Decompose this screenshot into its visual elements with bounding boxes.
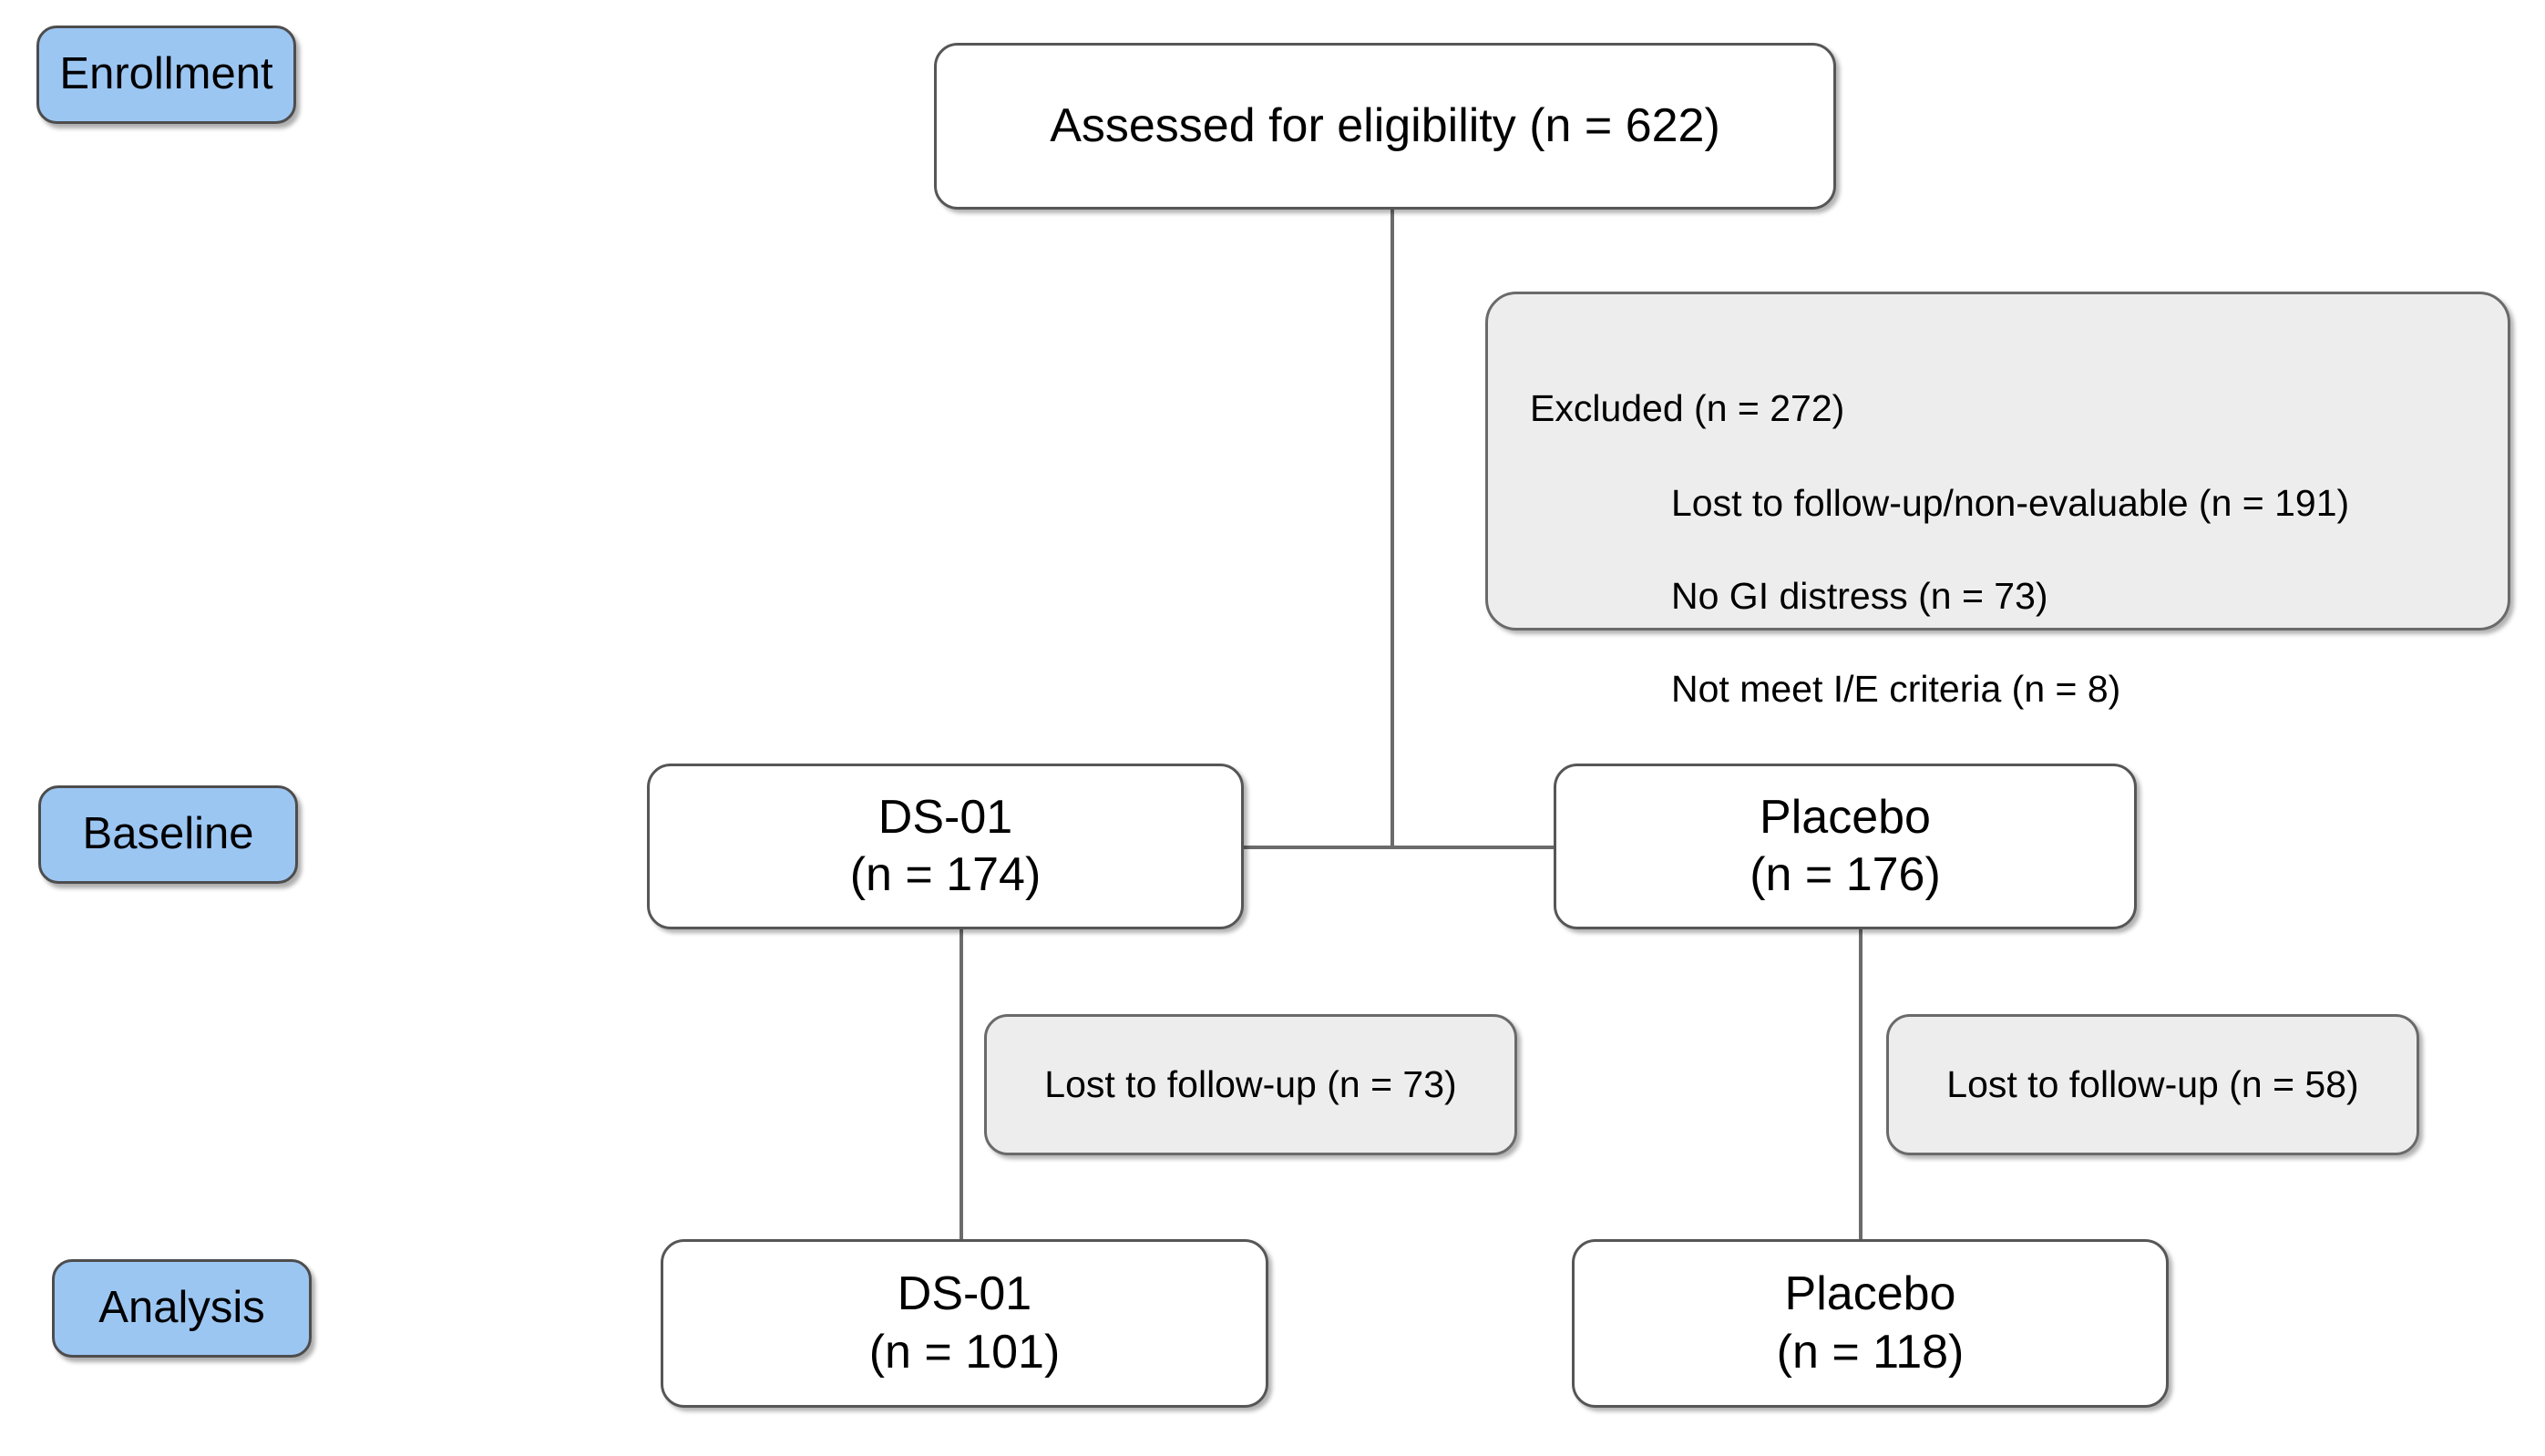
excluded-reason-list: Excluded (n = 272) Lost to follow-up/non… [1530,340,2349,759]
baseline-placebo-count: (n = 176) [1750,848,1941,901]
node-excluded[interactable]: Excluded (n = 272) Lost to follow-up/non… [1485,292,2510,710]
connector-placebo-baseline-to-analysis [1859,928,1863,1241]
stage-chip-analysis[interactable]: Analysis [52,1259,312,1358]
node-analysis-ds01[interactable]: DS-01 (n = 101) [661,1239,1268,1408]
stage-label-enrollment: Enrollment [59,49,273,99]
analysis-ds01-arm: DS-01 [897,1267,1032,1321]
baseline-ds01-arm: DS-01 [877,790,1013,844]
analysis-ds01-count: (n = 101) [868,1325,1061,1379]
stage-chip-enrollment[interactable]: Enrollment [36,26,296,124]
stage-label-baseline: Baseline [82,809,254,859]
assessed-label: Assessed for eligibility (n = 622) [1050,98,1720,152]
lost-to-followup-placebo-label: Lost to follow-up (n = 58) [1946,1063,2359,1106]
baseline-placebo-arm: Placebo [1760,790,1931,844]
node-assessed-for-eligibility[interactable]: Assessed for eligibility (n = 622) [934,43,1836,210]
baseline-ds01-count: (n = 174) [849,848,1042,901]
connector-assessed-to-baseline [1391,208,1394,847]
connector-baseline-split [1239,846,1558,849]
stage-label-analysis: Analysis [98,1283,265,1333]
analysis-placebo-arm: Placebo [1784,1267,1956,1321]
connector-ds01-baseline-to-analysis [960,928,963,1241]
excluded-heading: Excluded (n = 272) [1530,387,1845,430]
analysis-placebo-count: (n = 118) [1776,1325,1965,1379]
node-lost-to-followup-placebo[interactable]: Lost to follow-up (n = 58) [1886,1014,2419,1155]
node-baseline-ds01[interactable]: DS-01 (n = 174) [647,764,1244,929]
excluded-reason-no-gi-distress: No GI distress (n = 73) [1671,575,2048,618]
node-analysis-placebo[interactable]: Placebo (n = 118) [1572,1239,2169,1408]
excluded-reason-not-meet-ie-criteria: Not meet I/E criteria (n = 8) [1671,668,2121,711]
node-lost-to-followup-ds01[interactable]: Lost to follow-up (n = 73) [984,1014,1517,1155]
node-baseline-placebo[interactable]: Placebo (n = 176) [1554,764,2137,929]
excluded-reason-lost-to-followup: Lost to follow-up/non-evaluable (n = 191… [1671,482,2350,525]
lost-to-followup-ds01-label: Lost to follow-up (n = 73) [1044,1063,1457,1106]
stage-chip-baseline[interactable]: Baseline [38,785,298,884]
